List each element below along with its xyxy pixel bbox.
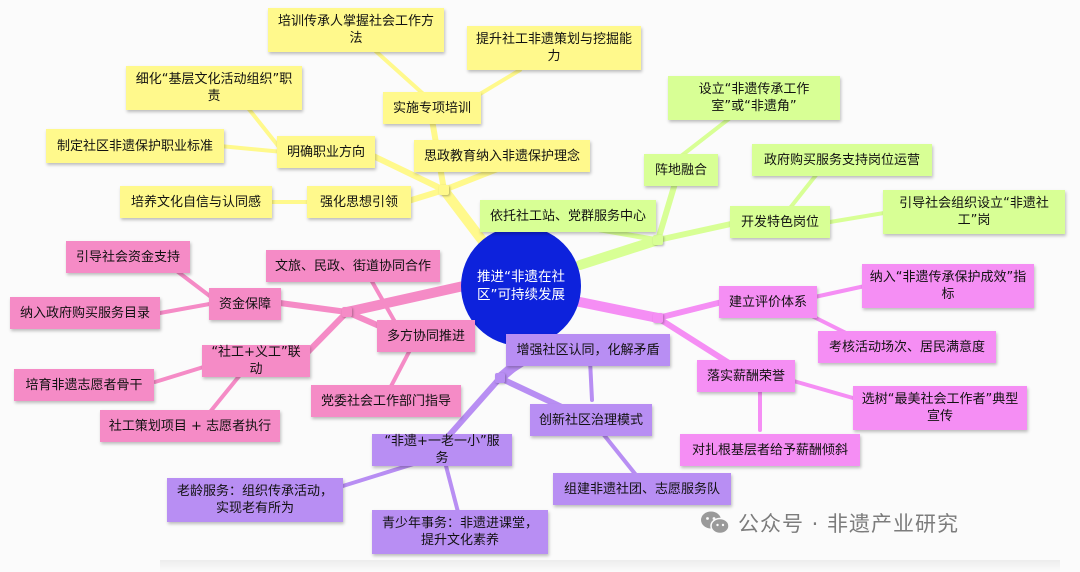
green-branch-hub	[653, 235, 663, 245]
bottom-shadow	[160, 560, 1060, 572]
node-cultural-confidence: 培养文化自信与认同感	[120, 186, 272, 218]
node-assessment: 考核活动场次、居民满意度	[818, 331, 996, 363]
node-career-standard: 制定社区非遗保护职业标准	[46, 129, 224, 163]
link-purple-team	[598, 428, 642, 482]
node-youth-affairs: 青少年事务：非遗进课堂，提升文化素养	[372, 510, 548, 554]
node-evaluation-system: 建立评价体系	[719, 286, 817, 318]
node-gov-purchase: 政府购买服务支持岗位运营	[752, 144, 932, 176]
link-pink-fund	[277, 300, 350, 315]
node-model-worker: 选树“最美社会工作者”典型宣传	[853, 386, 1027, 430]
node-elder-youth-service: “非遗+一老一小”服务	[372, 434, 512, 466]
link-magenta-model	[788, 378, 862, 402]
watermark: 公众号 · 非遗产业研究	[700, 508, 959, 538]
node-salary-honor: 落实薪酬荣誉	[697, 360, 795, 392]
link-pink-trunk	[342, 280, 473, 317]
yellow-branch-hub	[439, 185, 449, 195]
link-purple-service	[442, 375, 503, 443]
link-yellow-method	[368, 44, 432, 102]
link-yellow-standard	[218, 144, 285, 154]
wechat-icon	[701, 511, 730, 535]
node-social-capital: 引导社会资金支持	[66, 241, 190, 273]
node-social-work-method: 培训传承人掌握社会工作方法	[268, 8, 444, 52]
link-pink-project	[208, 373, 242, 414]
link-yellow-career	[362, 149, 447, 193]
magenta-branch-hub	[653, 313, 663, 323]
link-magenta-index	[808, 284, 867, 300]
node-heritage-studio: 设立“非遗传承工作室”或“非遗角”	[668, 76, 840, 120]
node-refine-duties: 细化“基层文化活动组织”职责	[126, 66, 302, 110]
link-green-purchase	[788, 168, 822, 210]
node-social-station: 依托社工站、党群服务中心	[480, 200, 656, 232]
central-topic-label: 推进“非遗在社区”可持续发展	[477, 269, 565, 303]
link-green-guide	[828, 210, 892, 224]
link-purple-identity-stub	[588, 358, 594, 402]
node-departments: 文旅、民政、街道协同合作	[266, 250, 440, 282]
pink-branch-hub	[342, 307, 352, 317]
node-special-training: 实施专项培训	[383, 92, 481, 124]
node-planning-ability: 提升社工非遗策划与挖掘能力	[467, 26, 641, 70]
node-governance-model: 创新社区治理模式	[530, 404, 652, 436]
link-pink-departments	[368, 276, 397, 324]
link-magenta-trunk	[565, 295, 663, 323]
link-green-trunk	[575, 235, 663, 270]
node-social-volunteer: “社工+义工”联动	[202, 345, 310, 377]
link-magenta-eval	[655, 299, 725, 321]
link-green-studio	[674, 116, 732, 162]
node-volunteer-backbone: 培育非遗志愿者骨干	[14, 369, 154, 401]
link-pink-catalog	[158, 301, 217, 315]
purple-branch-hub	[495, 373, 505, 383]
node-strengthen-thought: 强化思想引领	[307, 186, 411, 218]
node-heritage-team: 组建非遗社团、志愿服务队	[553, 473, 731, 505]
node-multi-coop: 多方协同推进	[377, 320, 475, 352]
central-topic: 推进“非遗在社区”可持续发展	[461, 226, 581, 346]
link-purple-elder	[328, 460, 422, 492]
link-purple-youth	[443, 460, 460, 514]
watermark-text: 公众号 · 非遗产业研究	[738, 512, 960, 536]
node-career-direction: 明确职业方向	[277, 136, 375, 168]
link-pink-volunteer	[153, 363, 212, 384]
link-green-post	[655, 219, 743, 243]
node-special-posts: 开发特色岗位	[730, 206, 830, 238]
node-guide-orgs: 引导社会组织设立“非遗社工”岗	[883, 190, 1065, 234]
node-position-fusion: 阵地融合	[644, 154, 718, 186]
node-party-guidance: 党委社会工作部门指导	[311, 385, 461, 417]
node-funding: 资金保障	[209, 288, 281, 320]
node-political-education: 思政教育纳入非遗保护理念	[414, 140, 590, 172]
node-elderly-service: 老龄服务：组织传承活动，实现老有所为	[167, 478, 343, 522]
node-purchase-catalog: 纳入政府购买服务目录	[10, 297, 160, 329]
link-yellow-thought	[402, 187, 447, 205]
node-salary-tilt: 对扎根基层者给予薪酬倾斜	[680, 434, 860, 466]
node-project-execution: 社工策划项目 + 志愿者执行	[100, 410, 280, 442]
node-protection-index: 纳入“非遗传承保护成效”指标	[862, 264, 1034, 308]
node-community-identity: 增强社区认同，化解矛盾	[506, 334, 670, 366]
link-yellow-trunk	[439, 185, 493, 253]
link-green-base	[655, 177, 679, 243]
